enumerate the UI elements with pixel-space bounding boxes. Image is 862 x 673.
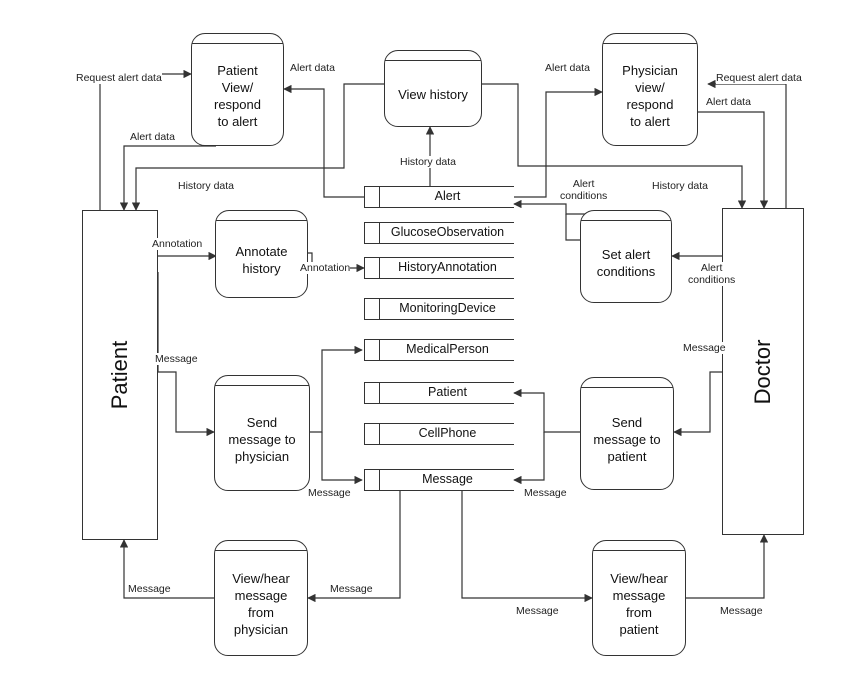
store-cellphone: CellPhone bbox=[364, 423, 514, 445]
doctor-entity: Doctor bbox=[722, 208, 804, 535]
flow-label: Message bbox=[524, 487, 567, 499]
process-label: Annotate history bbox=[235, 244, 288, 276]
store-patient: Patient bbox=[364, 382, 514, 404]
process-send-message-to-patient: Send message to patient bbox=[580, 377, 674, 490]
process-label: Send message to patient bbox=[593, 415, 661, 464]
flow-label: Message bbox=[128, 583, 171, 595]
flow-label: Message bbox=[155, 353, 198, 365]
flow-label: Alert data bbox=[706, 96, 751, 108]
flow-label: Request alert data bbox=[716, 72, 802, 84]
flow-label: Message bbox=[683, 342, 726, 354]
flow-label: History data bbox=[652, 180, 709, 192]
process-label: View history bbox=[398, 87, 468, 102]
process-label: Patient View/ respond to alert bbox=[214, 62, 261, 129]
process-physician-view-alert: Physician view/ respond to alert bbox=[602, 33, 698, 146]
flow-sendpat-to-message bbox=[513, 432, 545, 485]
flow-doctor-to-sendpat bbox=[673, 371, 722, 437]
store-alert: Alert bbox=[364, 186, 514, 208]
flow-label: Message bbox=[330, 583, 373, 595]
flow-sendphys-to-medperson bbox=[310, 345, 363, 433]
store-label: HistoryAnnotation bbox=[398, 260, 497, 274]
flow-label: History data bbox=[178, 180, 235, 192]
flow-history-to-patient bbox=[131, 104, 345, 211]
flow-label: Request alert data bbox=[76, 72, 162, 84]
flow-patient-to-sendphys bbox=[157, 272, 215, 437]
store-monitoring-device: MonitoringDevice bbox=[364, 298, 514, 320]
flow-label: Annotation bbox=[152, 238, 203, 250]
store-label: Message bbox=[422, 472, 473, 486]
process-view-message-from-physician: View/hear message from physician bbox=[214, 540, 308, 656]
flow-message-to-viewpat bbox=[461, 491, 593, 603]
doctor-entity-label: Doctor bbox=[750, 339, 775, 404]
process-view-message-from-patient: View/hear message from patient bbox=[592, 540, 686, 656]
process-view-history: View history bbox=[384, 50, 482, 127]
store-history-annotation: HistoryAnnotation bbox=[364, 257, 514, 279]
flow-label: Alert data bbox=[545, 62, 590, 74]
flow-viewphys-to-patient bbox=[119, 539, 214, 599]
process-label: View/hear message from patient bbox=[610, 571, 668, 637]
process-label: Send message to physician bbox=[228, 414, 296, 464]
flow-alert-conditions-line bbox=[565, 214, 580, 241]
store-message: Message bbox=[364, 469, 514, 491]
flow-alert-data-to-doctor bbox=[696, 111, 769, 209]
patient-entity-label: Patient bbox=[107, 340, 132, 410]
patient-entity: Patient bbox=[82, 210, 158, 540]
flow-alert-data-store-to-pview bbox=[283, 84, 364, 198]
flow-label: Alert conditions bbox=[560, 178, 608, 202]
flow-history-vh-left bbox=[343, 83, 390, 104]
flow-label: Message bbox=[720, 605, 763, 617]
flow-alert-data-to-patient bbox=[119, 145, 216, 211]
flow-sendphys-to-message bbox=[321, 432, 363, 485]
flow-message-to-viewphys bbox=[307, 491, 401, 603]
process-annotate-history: Annotate history bbox=[215, 210, 308, 298]
process-label: View/hear message from physician bbox=[232, 571, 290, 637]
store-label: Alert bbox=[434, 189, 461, 203]
flow-label: Alert data bbox=[130, 131, 175, 143]
process-send-message-to-physician: Send message to physician bbox=[214, 375, 310, 491]
store-label: MedicalPerson bbox=[406, 342, 489, 356]
process-label: Physician view/ respond to alert bbox=[622, 62, 678, 129]
flow-request-alert-right bbox=[707, 79, 787, 208]
flow-alert-to-physview bbox=[514, 87, 603, 198]
flow-viewpat-to-doctor bbox=[686, 534, 769, 599]
store-medical-person: MedicalPerson bbox=[364, 339, 514, 361]
process-label: Set alert conditions bbox=[596, 246, 656, 279]
store-label: CellPhone bbox=[418, 426, 477, 440]
flow-sendpat-to-patientstore bbox=[513, 388, 580, 433]
flow-label: Message bbox=[516, 605, 559, 617]
flow-history-to-doctor bbox=[482, 83, 747, 209]
store-label: MonitoringDevice bbox=[399, 301, 496, 315]
process-patient-view-alert: Patient View/ respond to alert bbox=[191, 33, 284, 146]
store-glucose-observation: GlucoseObservation bbox=[364, 222, 514, 244]
flow-label: History data bbox=[400, 156, 457, 168]
store-label: GlucoseObservation bbox=[390, 225, 505, 239]
flow-label: Annotation bbox=[300, 262, 351, 274]
flow-label: Alert data bbox=[290, 62, 335, 74]
process-set-alert-conditions: Set alert conditions bbox=[580, 210, 672, 303]
flow-label: Message bbox=[308, 487, 351, 499]
flow-label: Alert conditions bbox=[688, 262, 736, 286]
store-label: Patient bbox=[428, 385, 467, 399]
